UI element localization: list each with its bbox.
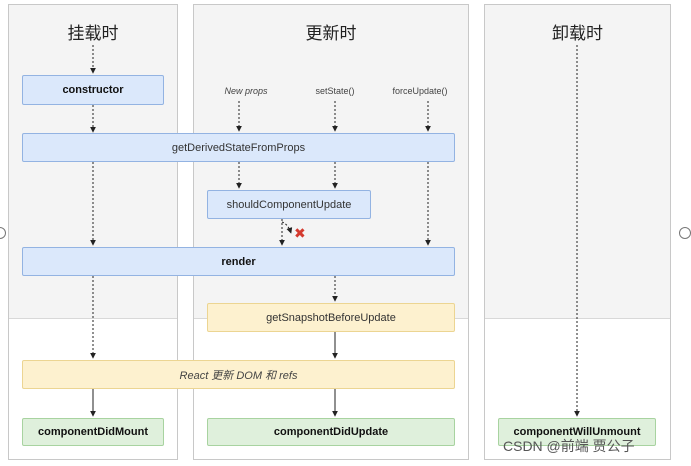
should-component-update-node: shouldComponentUpdate [207, 190, 371, 219]
reject-x-icon: ✖ [294, 225, 306, 241]
force-update-label: forceUpdate() [392, 86, 448, 96]
arrow-scu-rejected [281, 221, 293, 234]
right-resize-handle[interactable] [679, 227, 691, 239]
component-will-unmount-node: componentWillUnmount [498, 418, 656, 446]
set-state-label: setState() [315, 86, 355, 96]
render-node: render [22, 247, 455, 276]
dashed-arrows [90, 45, 580, 417]
get-snapshot-node: getSnapshotBeforeUpdate [207, 303, 455, 332]
component-did-mount-node: componentDidMount [22, 418, 164, 446]
watermark: CSDN @前端 贾公子 [503, 438, 635, 454]
component-did-update-node: componentDidUpdate [207, 418, 455, 446]
get-derived-state-node: getDerivedStateFromProps [22, 133, 455, 162]
react-update-dom-node: React 更新 DOM 和 refs [22, 360, 455, 389]
mount-column-title: 挂载时 [67, 24, 119, 44]
update-column-title: 更新时 [305, 24, 357, 44]
constructor-node: constructor [22, 75, 164, 105]
unmount-column-title: 卸载时 [552, 24, 603, 44]
solid-arrows [90, 332, 338, 417]
new-props-label: New props [224, 86, 268, 96]
